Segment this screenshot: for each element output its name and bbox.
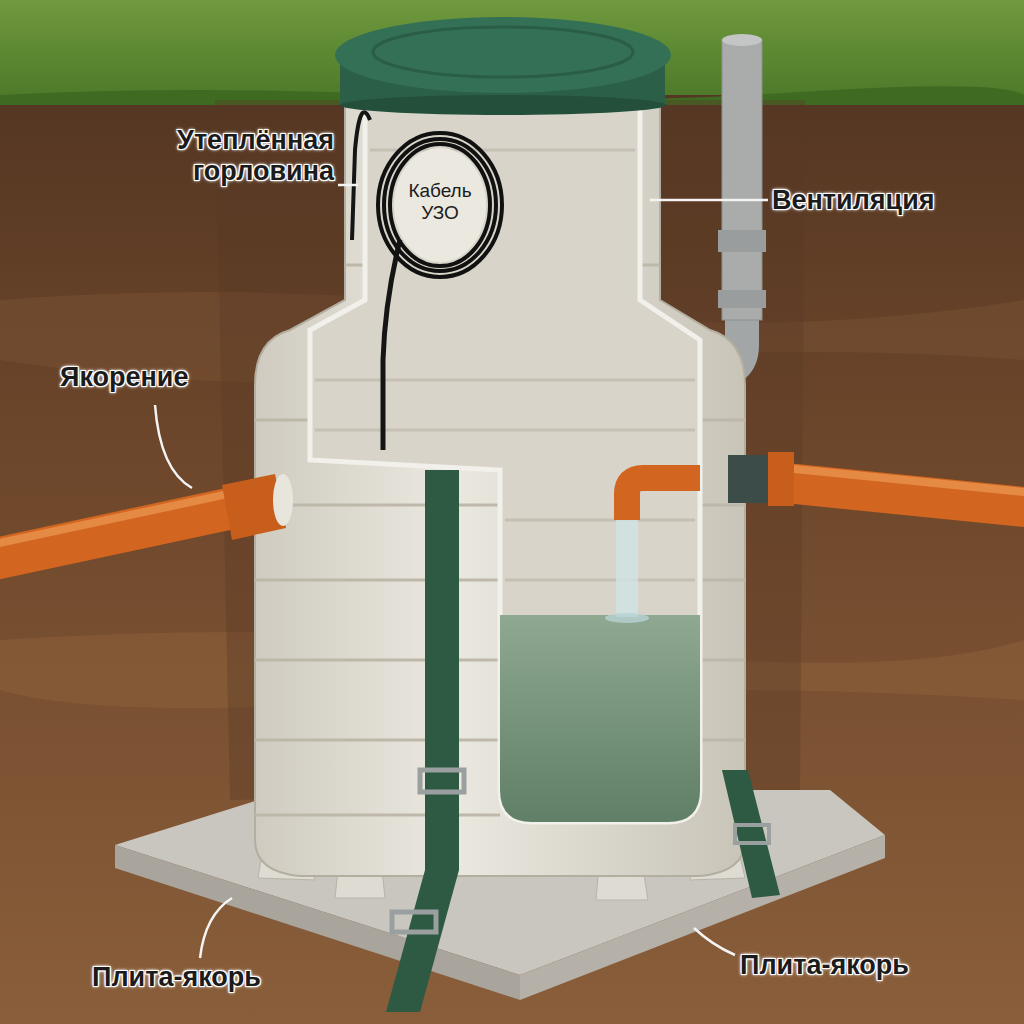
part-label: Плита-якорь <box>92 962 332 993</box>
cable-label: Кабель УЗО <box>395 180 485 224</box>
part-label: Плита-якорь <box>740 950 980 981</box>
part-label: Якорение <box>60 362 260 393</box>
part-label: Утеплённая горловина <box>120 125 334 187</box>
part-label: Вентиляция <box>772 185 1002 216</box>
